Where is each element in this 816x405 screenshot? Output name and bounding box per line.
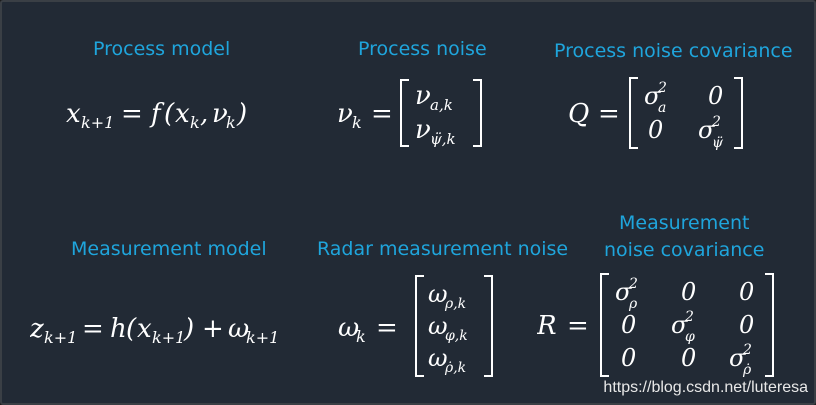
process-model-label: Process model — [93, 38, 231, 60]
svg-text:ν: ν — [415, 115, 431, 145]
svg-text:h: h — [110, 314, 127, 344]
svg-text:0: 0 — [648, 116, 663, 144]
svg-text:): ) — [183, 314, 194, 344]
svg-text:0: 0 — [739, 311, 754, 339]
svg-text:ω: ω — [428, 344, 448, 372]
svg-text:=: = — [371, 99, 393, 129]
process-noise-label: Process noise — [358, 38, 487, 60]
svg-text:ψ̈,k: ψ̈,k — [430, 130, 456, 148]
svg-text:σ: σ — [729, 344, 746, 372]
svg-text:2: 2 — [711, 114, 721, 130]
svg-text:x: x — [137, 314, 152, 344]
svg-text:σ: σ — [671, 311, 688, 339]
measurement-noise-covariance-line2: noise covariance — [604, 239, 765, 261]
svg-text:(: ( — [164, 99, 175, 129]
svg-text:2: 2 — [684, 309, 694, 325]
svg-text:=: = — [82, 314, 104, 344]
svg-text:ν: ν — [337, 99, 353, 129]
process-noise-vector: ν k = ν a,k ν ψ̈,k — [337, 79, 482, 148]
svg-text:2: 2 — [628, 276, 638, 292]
svg-text:ω: ω — [228, 314, 249, 344]
svg-text:k+1: k+1 — [44, 328, 77, 347]
svg-text:ρ: ρ — [628, 296, 638, 312]
process-noise-covariance-label: Process noise covariance — [554, 40, 793, 62]
svg-text:f: f — [149, 99, 165, 129]
svg-text:σ: σ — [644, 82, 661, 110]
svg-text:a,k: a,k — [430, 96, 453, 114]
svg-text:k+1: k+1 — [152, 328, 185, 347]
svg-text:ω: ω — [428, 280, 448, 308]
svg-text:φ,k: φ,k — [445, 328, 468, 344]
svg-text:,: , — [200, 99, 208, 129]
svg-text:ν: ν — [212, 99, 228, 129]
svg-text:): ) — [236, 99, 247, 129]
svg-text:+: + — [202, 314, 224, 344]
svg-text:z: z — [30, 314, 44, 344]
svg-text:2: 2 — [657, 80, 667, 96]
svg-text:k+1: k+1 — [246, 328, 279, 347]
svg-text:k+1: k+1 — [81, 113, 114, 132]
measurement-model-equation: z k+1 = h ( x k+1 ) + ω k+1 — [30, 314, 279, 347]
svg-text:=: = — [121, 99, 143, 129]
watermark-url: https://blog.csdn.net/luteresa — [603, 379, 808, 396]
svg-text:ρ,k: ρ,k — [444, 296, 466, 312]
svg-text:0: 0 — [681, 344, 696, 372]
measurement-model-label: Measurement model — [71, 238, 267, 260]
svg-text:ρ̇,k: ρ̇,k — [444, 360, 466, 376]
radar-measurement-noise-vector: ω k = ω ρ,k ω φ,k ω ρ̇,k — [338, 275, 493, 377]
svg-text:k: k — [352, 113, 362, 132]
svg-text:σ: σ — [698, 116, 715, 144]
svg-text:0: 0 — [621, 311, 636, 339]
svg-text:R: R — [537, 311, 557, 341]
svg-text:ν: ν — [415, 81, 431, 111]
svg-text:σ: σ — [615, 278, 632, 306]
svg-text:0: 0 — [739, 278, 754, 306]
radar-measurement-noise-label: Radar measurement noise — [317, 238, 569, 260]
process-model-equation: x k+1 = f ( x k , ν k ) — [66, 99, 247, 132]
process-noise-covariance-matrix: Q = σ 2 a 0 0 σ 2 ψ̈ — [568, 77, 743, 151]
svg-text:0: 0 — [681, 278, 696, 306]
svg-text:0: 0 — [621, 344, 636, 372]
svg-text:Q: Q — [568, 99, 589, 129]
measurement-noise-covariance-line1: Measurement — [619, 212, 750, 234]
svg-text:ρ̇: ρ̇ — [742, 362, 752, 378]
measurement-noise-covariance-label: Measurement noise covariance — [604, 210, 764, 264]
svg-text:0: 0 — [708, 82, 723, 110]
svg-text:=: = — [567, 311, 589, 341]
svg-text:ω: ω — [428, 312, 448, 340]
svg-text:=: = — [376, 313, 398, 343]
svg-text:ψ̈: ψ̈ — [712, 135, 724, 151]
measurement-noise-covariance-matrix: R = σ 2 ρ 0 0 0 σ 2 φ 0 0 0 σ 2 ρ̇ — [537, 273, 774, 378]
svg-text:a: a — [658, 100, 666, 116]
svg-text:2: 2 — [742, 342, 752, 358]
svg-text:=: = — [598, 99, 620, 129]
svg-text:ω: ω — [338, 313, 359, 343]
svg-text:k: k — [226, 113, 236, 132]
svg-text:x: x — [175, 99, 190, 129]
svg-text:(: ( — [126, 314, 137, 344]
svg-text:k: k — [190, 113, 200, 132]
svg-text:x: x — [66, 99, 81, 129]
svg-text:φ: φ — [685, 329, 695, 345]
svg-text:k: k — [356, 327, 366, 346]
